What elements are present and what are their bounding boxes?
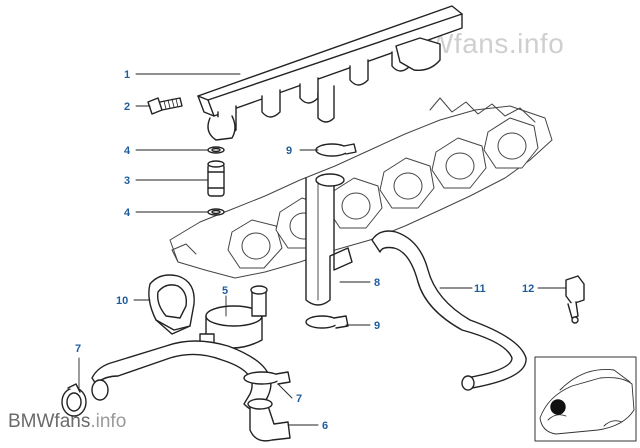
hose-clamp-upper bbox=[315, 143, 357, 157]
fuel-rail bbox=[197, 5, 463, 141]
callout-5: 5 bbox=[222, 285, 228, 297]
intake-manifold bbox=[169, 97, 553, 279]
vertical-hose bbox=[305, 173, 353, 306]
manifold-port bbox=[431, 137, 487, 189]
callout-11: 11 bbox=[474, 283, 486, 295]
callout-12: 12 bbox=[522, 283, 534, 295]
rail-bracket bbox=[207, 115, 236, 141]
watermark-bottom: BMWfans.info bbox=[8, 411, 127, 432]
manifold-port bbox=[379, 157, 435, 209]
callout-9-lower: 9 bbox=[374, 320, 380, 332]
location-marker bbox=[550, 399, 566, 415]
callout-1: 1 bbox=[124, 69, 130, 81]
callout-2: 2 bbox=[124, 101, 130, 113]
hose-end bbox=[461, 375, 475, 391]
callout-6: 6 bbox=[322, 420, 328, 432]
callout-8: 8 bbox=[374, 277, 380, 289]
callout-4-upper: 4 bbox=[124, 145, 131, 157]
car-location-inset bbox=[534, 356, 637, 442]
callout-7-left: 7 bbox=[75, 343, 81, 355]
retaining-clip bbox=[565, 275, 585, 324]
hose-clamp-left bbox=[61, 383, 87, 417]
callout-4-lower: 4 bbox=[124, 207, 131, 219]
callout-labels: 1 2 4 3 4 9 8 9 11 12 10 5 7 7 6 bbox=[75, 69, 534, 432]
callout-3: 3 bbox=[124, 175, 130, 187]
injector-cup bbox=[261, 89, 281, 118]
manifold-port bbox=[483, 117, 539, 169]
leader-lines bbox=[78, 73, 567, 426]
callout-10: 10 bbox=[116, 295, 128, 307]
support-bracket bbox=[148, 274, 195, 335]
pressure-regulator bbox=[395, 37, 441, 71]
injector-cup bbox=[349, 59, 369, 86]
callout-7-right: 7 bbox=[296, 393, 302, 405]
hose-clamp-middle bbox=[243, 371, 291, 385]
idle-control-valve bbox=[199, 285, 268, 353]
long-hose bbox=[371, 230, 527, 391]
manifold-port bbox=[227, 219, 283, 269]
callout-9-upper: 9 bbox=[286, 145, 292, 157]
manifold-port bbox=[327, 177, 383, 229]
rail-outlet-pipe bbox=[317, 85, 335, 123]
connector-sleeve bbox=[207, 160, 225, 197]
hose-clamp-lower bbox=[305, 315, 349, 329]
elbow-hose bbox=[247, 398, 291, 442]
bolt bbox=[147, 97, 183, 115]
